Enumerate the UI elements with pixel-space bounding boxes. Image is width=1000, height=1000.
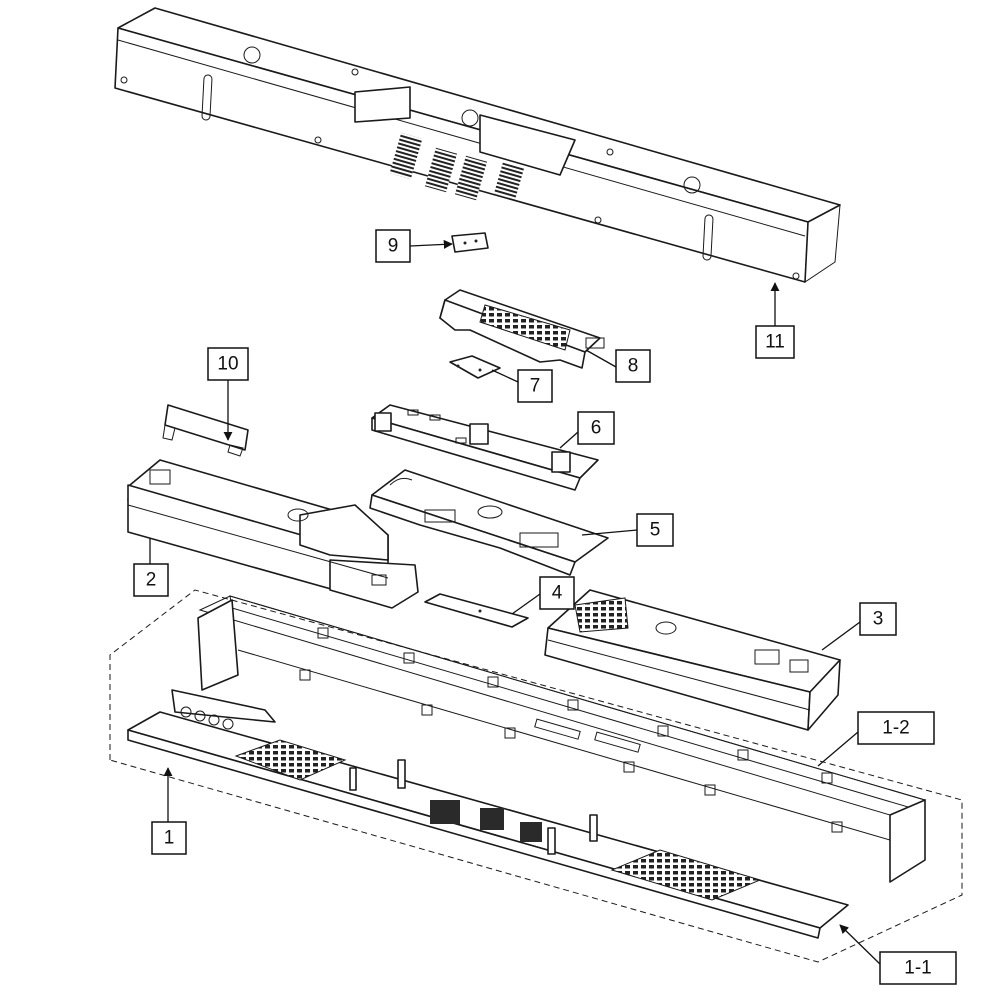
part-3-right-housing	[544, 589, 841, 731]
assembly-outline	[109, 589, 963, 963]
callout-5-label: 5	[650, 520, 661, 541]
callout-7: 7	[517, 369, 553, 403]
callout-1: 1	[151, 821, 187, 855]
part-1-2-frame	[197, 595, 927, 883]
callout-1-2-label: 1-2	[882, 718, 909, 739]
part-6-pcb	[371, 404, 599, 491]
leader-8	[585, 349, 617, 368]
part-8-bracket	[439, 289, 605, 369]
callout-3-label: 3	[873, 609, 884, 630]
callout-1-label: 1	[164, 828, 175, 849]
part-4-plate	[424, 593, 529, 628]
callout-5: 5	[636, 513, 674, 547]
callout-11: 11	[755, 325, 795, 359]
callout-1-1: 1-1	[879, 951, 957, 985]
part-11-top-cover	[114, 7, 841, 283]
leader-5	[581, 529, 638, 536]
callout-10: 10	[207, 347, 249, 381]
part-5-tray	[369, 469, 609, 576]
callout-7-label: 7	[530, 376, 541, 397]
callout-leaders	[149, 239, 883, 967]
part-7-small-board	[449, 355, 501, 379]
callout-2: 2	[133, 563, 169, 597]
part-1-1-base	[127, 689, 849, 939]
callout-8: 8	[615, 349, 651, 383]
leader-3	[821, 621, 861, 651]
callout-10-label: 10	[217, 354, 238, 375]
callout-6: 6	[577, 411, 615, 445]
callout-8-label: 8	[628, 356, 639, 377]
leader-1-1	[839, 924, 883, 967]
callout-9-label: 9	[388, 236, 399, 257]
callout-9: 9	[375, 229, 411, 263]
leader-1-2	[817, 731, 859, 767]
leader-6	[559, 431, 579, 449]
callout-4-label: 4	[552, 583, 563, 604]
callout-6-label: 6	[591, 418, 602, 439]
callout-3: 3	[859, 602, 897, 636]
part-9-chip	[451, 232, 489, 253]
leader-7	[491, 369, 519, 383]
leader-9	[409, 239, 453, 249]
part-2-left-housing	[127, 459, 419, 609]
callout-1-2: 1-2	[857, 711, 935, 745]
callout-2-label: 2	[146, 570, 157, 591]
callout-1-1-label: 1-1	[904, 958, 931, 979]
callout-4: 4	[539, 576, 575, 610]
part-10-plate	[162, 404, 249, 457]
leader-4	[511, 593, 541, 615]
callout-11-label: 11	[765, 332, 785, 353]
